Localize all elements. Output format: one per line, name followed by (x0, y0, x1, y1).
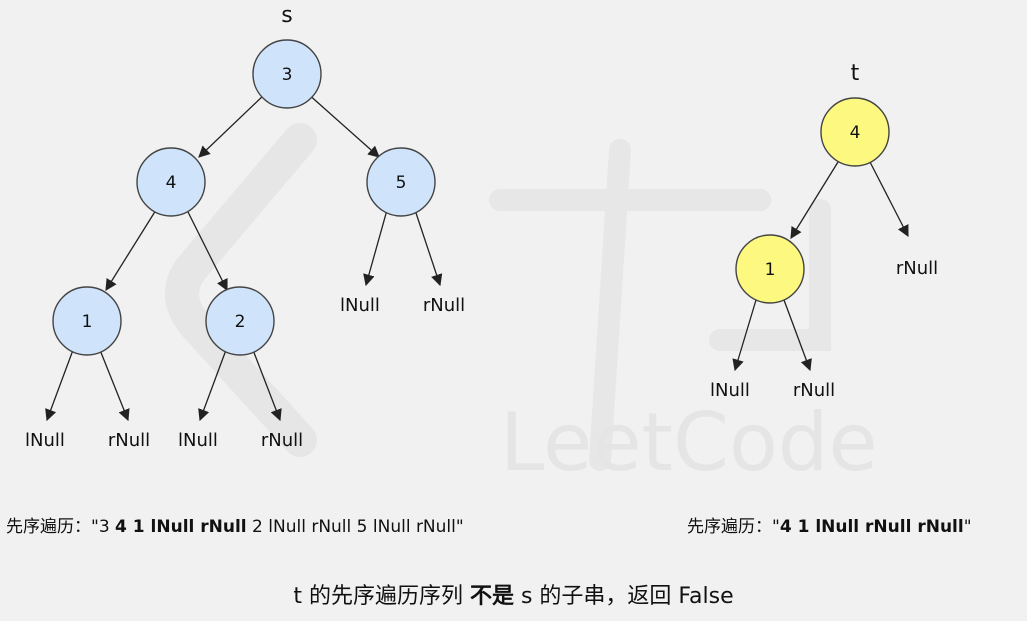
node-label: 4 (850, 123, 861, 143)
edge-1-rnull (99, 349, 130, 422)
edge-t4-t1 (790, 161, 839, 239)
node-s-2: 2 (205, 286, 275, 356)
edge-5-rnull (414, 209, 443, 287)
node-s-4: 4 (136, 147, 206, 217)
null-leaf-5-right: rNull (423, 295, 465, 316)
edge-5-lnull (363, 209, 388, 287)
edges-tree-t (732, 161, 909, 372)
node-t-1: 1 (735, 234, 805, 304)
caption-highlight: 4 1 lNull rNull rNull (779, 517, 964, 537)
caption-highlight: 4 1 lNull rNull (115, 517, 247, 537)
node-t-4: 4 (820, 97, 890, 167)
edge-t1-rnull (783, 299, 812, 372)
edge-t1-lnull (732, 299, 757, 372)
edge-t4-rnull (869, 161, 909, 238)
conclusion-part2: s 的子串，返回 False (513, 584, 734, 609)
edge-4-2 (186, 209, 228, 292)
edge-2-lnull (198, 349, 227, 422)
caption-prefix: 先序遍历： (687, 517, 772, 537)
node-s-1: 1 (52, 286, 122, 356)
caption-prefix: 先序遍历： (6, 517, 91, 537)
null-leaf-2-left: lNull (178, 430, 218, 451)
node-label: 3 (282, 65, 293, 85)
node-label: 1 (765, 260, 776, 280)
null-leaf-t1-right: rNull (793, 380, 835, 401)
node-s-5: 5 (366, 147, 436, 217)
edges-tree-s (45, 92, 443, 422)
edge-3-5 (306, 92, 380, 158)
node-s-3: 3 (252, 39, 322, 109)
null-leaf-2-right: rNull (261, 430, 303, 451)
conclusion-bold: 不是 (469, 584, 514, 609)
null-leaf-t1-left: lNull (710, 380, 750, 401)
null-leaf-1-right: rNull (108, 430, 150, 451)
conclusion-text: t 的先序遍历序列 不是 s 的子串，返回 False (0, 578, 1027, 610)
svg-text:LeetCode: LeetCode (500, 396, 878, 489)
tree-s-title: s (281, 3, 292, 28)
preorder-caption-t: 先序遍历："4 1 lNull rNull rNull" (687, 512, 972, 537)
edge-1-lnull (45, 349, 74, 422)
null-leaf-1-left: lNull (25, 430, 65, 451)
node-label: 2 (235, 312, 246, 332)
node-label: 4 (166, 173, 177, 193)
node-label: 5 (396, 173, 407, 193)
caption-quote-open: "3 (91, 517, 116, 537)
node-label: 1 (82, 312, 93, 332)
null-leaf-t4-right: rNull (896, 258, 938, 279)
edge-2-rnull (252, 349, 282, 422)
edge-4-1 (105, 209, 157, 291)
caption-rest: 2 lNull rNull 5 lNull rNull" (246, 517, 464, 537)
conclusion-part1: t 的先序遍历序列 (293, 584, 470, 609)
preorder-caption-s: 先序遍历："3 4 1 lNull rNull 2 lNull rNull 5 … (6, 512, 464, 537)
caption-quote-open: " (772, 517, 780, 537)
tree-t-title: t (851, 61, 860, 86)
watermark-logo: LeetCode (165, 123, 878, 489)
edge-3-4 (198, 92, 267, 158)
null-leaf-5-left: lNull (340, 295, 380, 316)
caption-quote-close: " (963, 517, 972, 537)
